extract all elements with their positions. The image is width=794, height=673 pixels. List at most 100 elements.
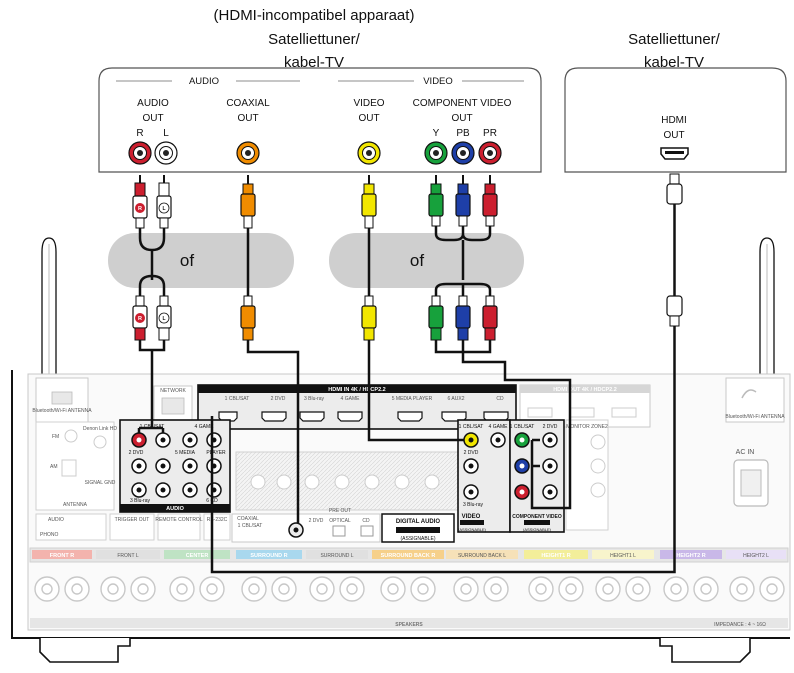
optical-in-cd-label: CD <box>362 518 370 524</box>
plug-l-bottom: L <box>162 316 165 322</box>
speaker-label-surround-back-l: SURROUND BACK L <box>458 553 506 559</box>
rca-jack-audio-r <box>129 142 151 164</box>
hdmi-in-header: HDMI IN 4K / HDCP2.2 <box>328 387 385 393</box>
am-label: AM <box>50 464 58 470</box>
video-out-label-2: OUT <box>358 113 379 124</box>
component-in-2-label: 2 DVD <box>543 424 558 430</box>
fm-label: FM <box>52 434 59 440</box>
component-in-label: COMPONENT VIDEO <box>512 514 562 520</box>
speaker-label-surround-l: SURROUND L <box>320 553 353 559</box>
audio-group-label: AUDIO <box>189 76 219 87</box>
right-device-title-line1: Satelliettuner/ <box>628 31 721 48</box>
video-in-assignable: (ASSIGNABLE) <box>458 527 487 532</box>
foot-left <box>40 638 130 662</box>
speaker-label-height1-l: HEIGHT1 L <box>610 553 636 559</box>
hdmi-out-label-2: OUT <box>663 130 684 141</box>
pre-out-label: PRE OUT <box>329 508 351 514</box>
antenna-right <box>760 238 774 378</box>
speaker-label-surround-back-r: SURROUND BACK R <box>381 553 436 559</box>
speaker-label-front-l: FRONT L <box>117 553 139 559</box>
component-out-label-1: COMPONENT VIDEO <box>413 98 512 109</box>
coaxial-in-sub-label: 1 CBL/SAT <box>238 523 263 529</box>
hdmi-in-4-label: 4 GAME <box>341 396 361 402</box>
audio-in-3-label: 3 Blu-ray <box>130 498 151 504</box>
video-out-label-1: VIDEO <box>353 98 384 109</box>
rca-jack-comp-pb <box>452 142 474 164</box>
plug-r-bottom: R <box>138 316 142 322</box>
hdmi-out-header: HDMI OUT 4K / HDCP2.2 <box>553 387 617 393</box>
audio-in-footer: AUDIO <box>166 506 184 512</box>
comp-pr-label: PR <box>483 128 497 139</box>
bt-antenna-left-label: Bluetooth/Wi-Fi ANTENNA <box>32 408 92 414</box>
video-in-1-label: 1 CBL/SAT <box>459 424 484 430</box>
rca-jack-comp-pr <box>479 142 501 164</box>
rca-jack-video <box>358 142 380 164</box>
audio-in-2-label: 2 DVD <box>129 450 144 456</box>
hdmi-in-5-label: 5 MEDIA PLAYER <box>392 396 433 402</box>
rca-jack-comp-y <box>425 142 447 164</box>
ac-in-label: AC IN <box>736 449 755 456</box>
digital-audio-assignable: (ASSIGNABLE) <box>400 536 435 542</box>
hdmi-in-3-label: 3 Blu-ray <box>304 396 325 402</box>
plug-l-top: L <box>162 206 165 212</box>
audio-in-5b-label: PLAYER <box>206 450 226 456</box>
coaxial-out-label-1: COAXIAL <box>226 98 270 109</box>
left-device-title-line1: (HDMI-incompatibel apparaat) <box>214 7 415 24</box>
component-in-1-label: 1 CBL/SAT <box>510 424 535 430</box>
audio-r-label: R <box>136 128 143 139</box>
or-bubble-right <box>329 233 524 288</box>
hdmi-in-6-label: 6 AUX2 <box>448 396 465 402</box>
speakers-label: SPEAKERS <box>395 622 423 628</box>
bt-antenna-right-label: Bluetooth/Wi-Fi ANTENNA <box>725 414 785 420</box>
optical-in-label: OPTICAL <box>329 518 351 524</box>
audio-in-5-label: 5 MEDIA <box>175 450 196 456</box>
left-device-title-line2: Satelliettuner/ <box>268 31 361 48</box>
antenna-left <box>42 238 56 378</box>
signal-gnd-label: SIGNAL GND <box>85 480 116 486</box>
hdmi-in-1-label: 1 CBL/SAT <box>225 396 250 402</box>
audio-label-small: AUDIO <box>48 517 64 523</box>
rca-jack-audio-l <box>155 142 177 164</box>
component-out-label-2: OUT <box>451 113 472 124</box>
hdmi-cable <box>667 174 682 326</box>
comp-pb-label: PB <box>456 128 470 139</box>
denon-link-label: Denon Link HD <box>83 426 117 432</box>
phono-label: PHONO <box>40 532 58 538</box>
plug-r-top: R <box>138 206 142 212</box>
or-label-right: of <box>410 251 424 270</box>
hdmi-in-cd-label: CD <box>496 396 504 402</box>
speaker-label-center: CENTER <box>186 553 209 559</box>
or-bubble-left <box>108 233 294 288</box>
hdmi-out-label-1: HDMI <box>661 115 687 126</box>
speaker-label-surround-r: SURROUND R <box>250 553 287 559</box>
video-in-2-label: 2 DVD <box>464 450 479 456</box>
coaxial-in-label: COAXIAL <box>237 516 259 522</box>
trigger-out-label: TRIGGER OUT <box>115 517 150 523</box>
video-in-label: VIDEO <box>462 514 481 520</box>
remote-control-label: REMOTE CONTROL <box>155 517 202 523</box>
comp-y-label: Y <box>433 128 440 139</box>
video-in-4-label: 4 GAME <box>489 424 509 430</box>
antenna-label: ANTENNA <box>63 502 88 508</box>
speaker-label-height2-r: HEIGHT2 R <box>676 553 705 559</box>
speaker-label-height2-l: HEIGHT2 L <box>743 553 769 559</box>
speaker-label-height1-r: HEIGHT1 R <box>541 553 570 559</box>
speaker-label-front-r: FRONT R <box>50 553 74 559</box>
video-group-label: VIDEO <box>423 76 453 87</box>
rs232c-label: RS-232C <box>207 517 228 523</box>
optical-in-1-label: 2 DVD <box>309 518 324 524</box>
foot-right <box>660 638 750 662</box>
component-in-assignable: (ASSIGNABLE) <box>523 527 552 532</box>
coaxial-out-label-2: OUT <box>237 113 258 124</box>
audio-out-label-2: OUT <box>142 113 163 124</box>
impedance-label: IMPEDANCE : 4 ~ 16Ω <box>714 622 766 628</box>
monitor-zone2-label: MONITOR ZONE2 <box>566 424 608 430</box>
hdmi-in-2-label: 2 DVD <box>271 396 286 402</box>
rca-jack-coaxial <box>237 142 259 164</box>
or-label-left: of <box>180 251 194 270</box>
audio-l-label: L <box>163 128 169 139</box>
audio-out-label-1: AUDIO <box>137 98 169 109</box>
video-in-3-label: 3 Blu-ray <box>463 502 484 508</box>
